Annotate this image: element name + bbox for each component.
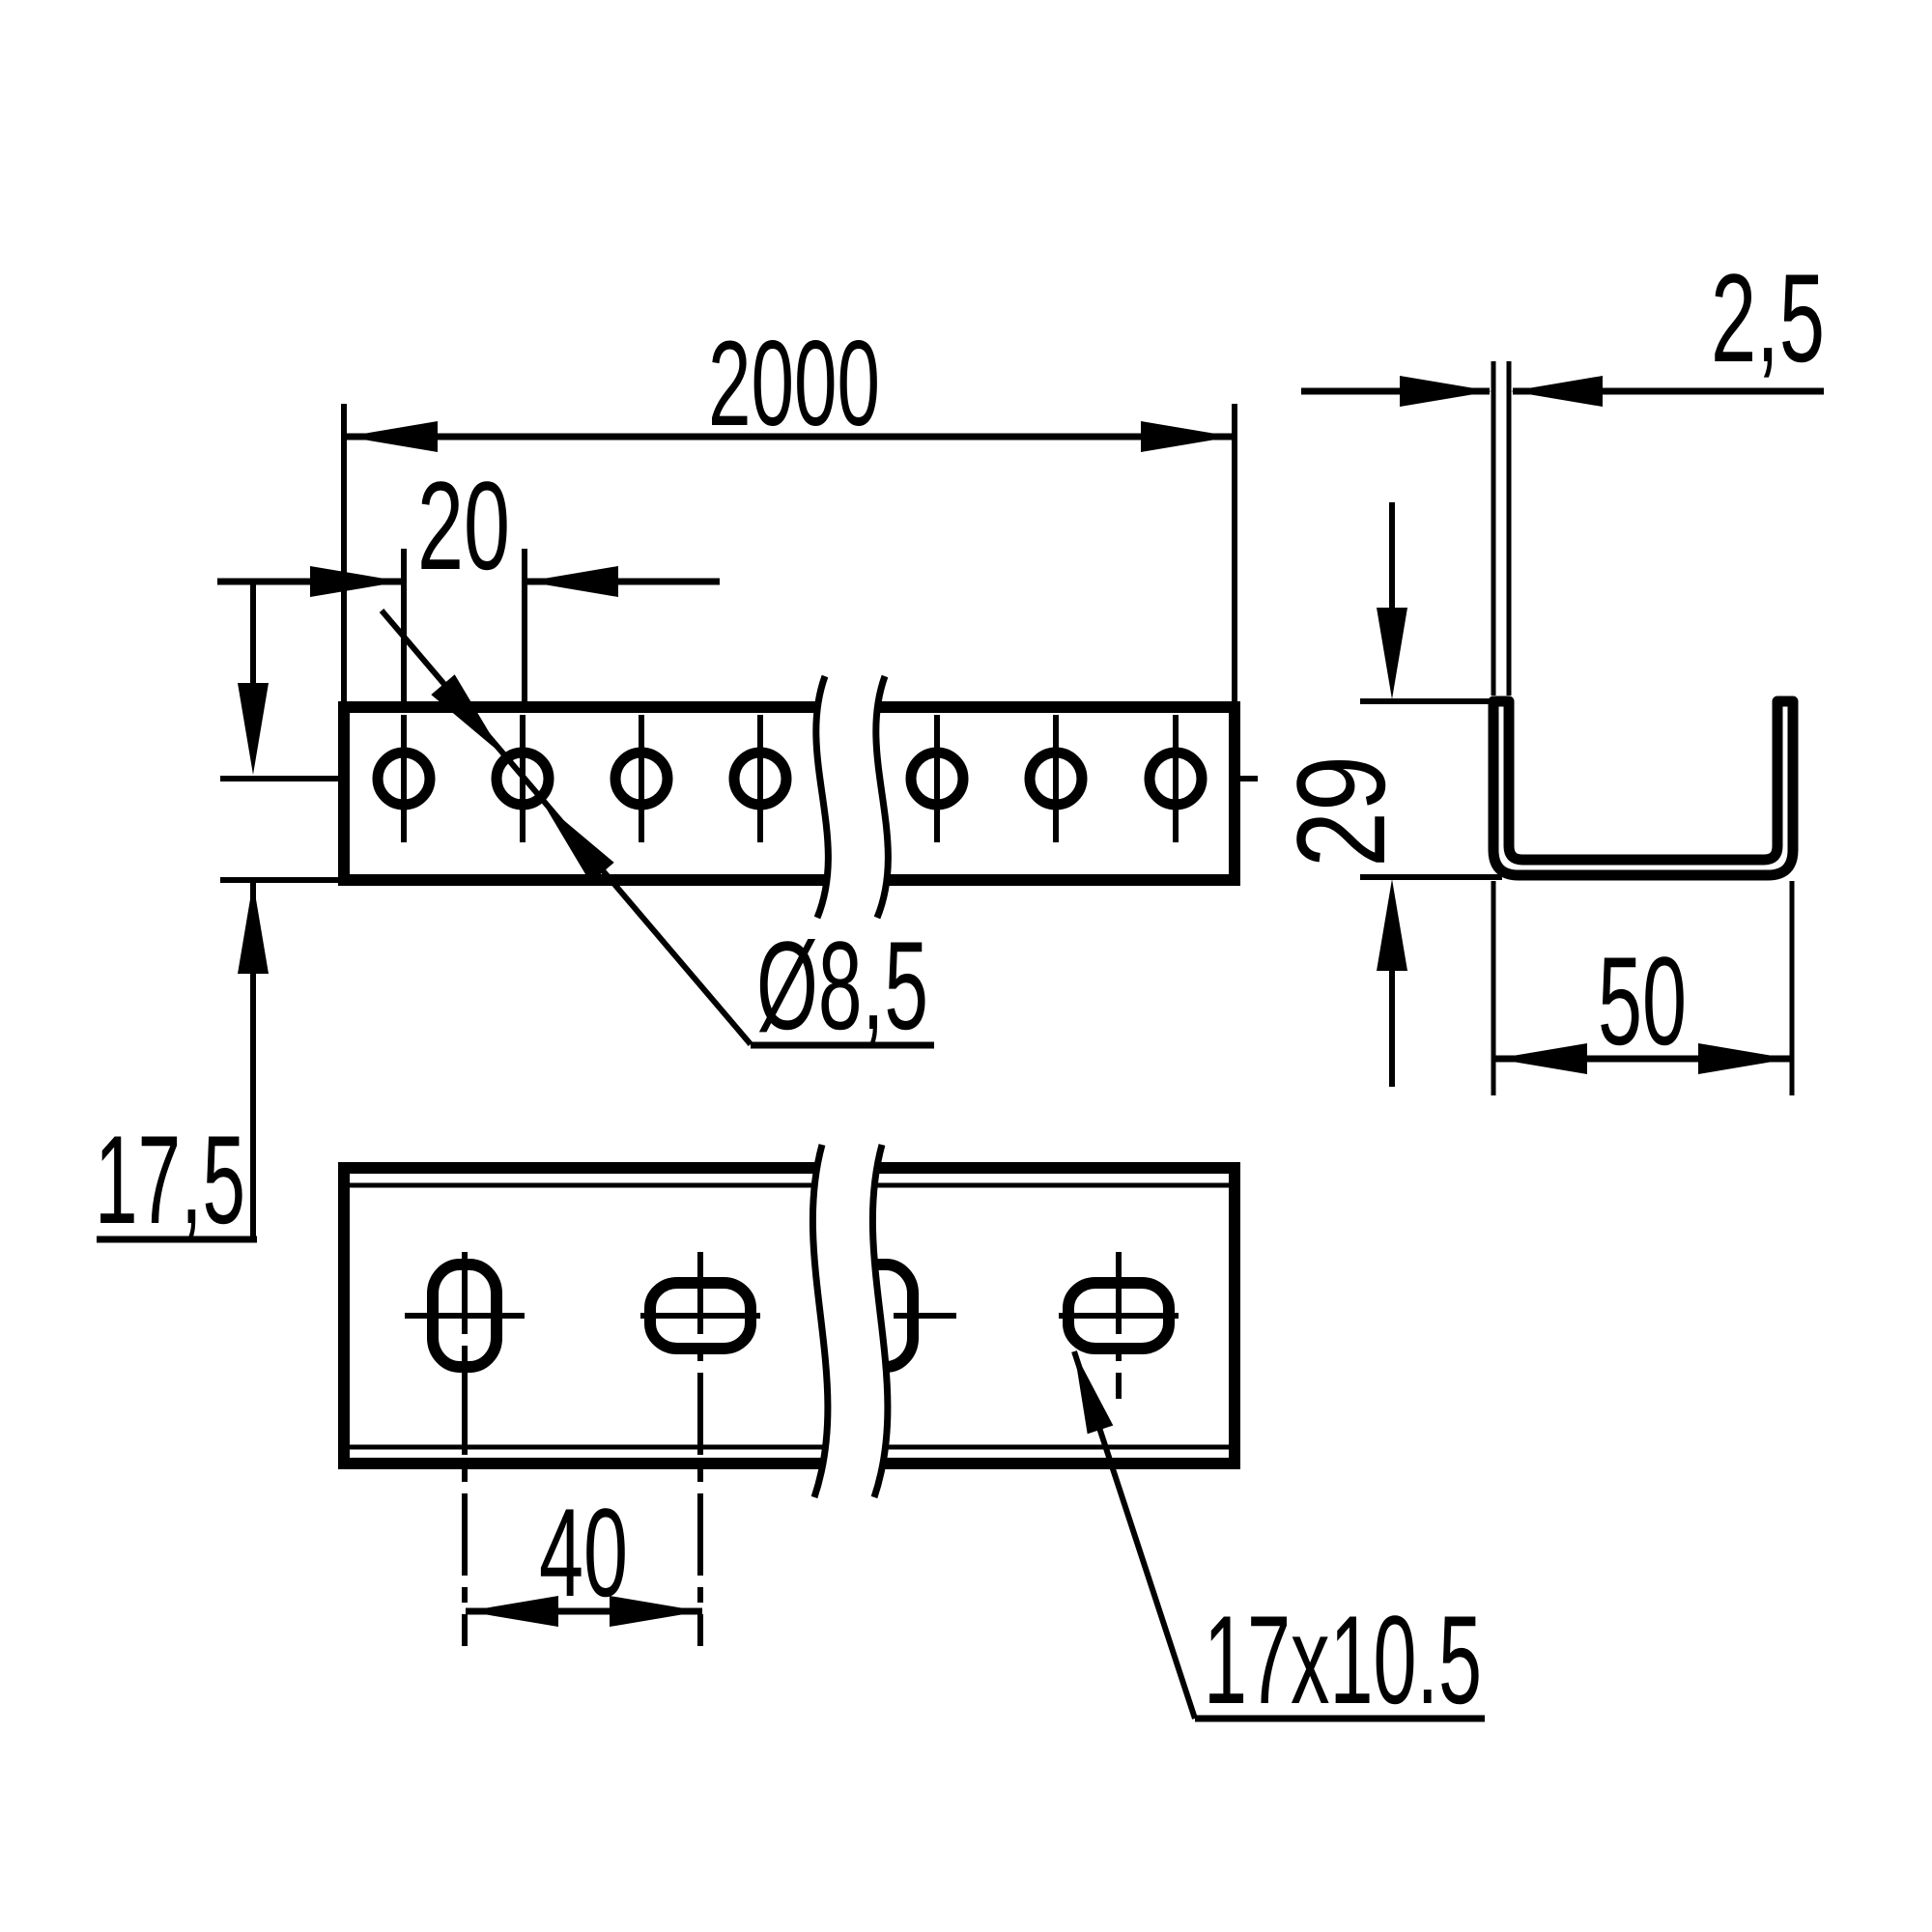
arrowhead-up-icon (238, 882, 269, 974)
dim-label-slot-pitch: 40 (539, 1482, 628, 1623)
arrowhead-down-icon (1377, 608, 1407, 699)
plan-view-break (809, 1144, 892, 1499)
dimension-profile-width: 50 (1491, 881, 1795, 1095)
dimension-hole-pitch: 20 (217, 455, 720, 702)
dim-label-wall-thickness: 2,5 (1711, 247, 1825, 388)
hole-centerlines (401, 715, 1179, 842)
dim-label-profile-height: 29 (1270, 755, 1411, 867)
dim-label-slot-size: 17x10.5 (1204, 1589, 1482, 1730)
arrowhead-icon (431, 674, 502, 754)
arrowhead-right-icon (1698, 1043, 1790, 1074)
break-curve (812, 674, 832, 920)
dimension-wall-thickness: 2,5 (1301, 247, 1825, 696)
dimension-hole-diameter: Ø8,5 (379, 609, 934, 1056)
dimension-overall-length: 2000 (341, 317, 1237, 702)
rail-outline (338, 701, 1240, 886)
arrowhead-left-icon (1495, 1043, 1587, 1074)
section-view (1488, 696, 1799, 881)
arrowhead-right-icon (1141, 421, 1233, 452)
dim-label-hole-diameter: Ø8,5 (756, 915, 928, 1056)
dimension-hole-offset: 17,5 (95, 582, 338, 1250)
arrowhead-up-icon (1377, 879, 1407, 971)
dim-label-hole-offset: 17,5 (95, 1109, 245, 1250)
arrowhead-icon (1074, 1351, 1114, 1435)
arrowhead-left-icon (467, 1596, 558, 1627)
break-curve (872, 674, 892, 920)
break-curve (809, 1144, 832, 1499)
arrowhead-left-icon (526, 566, 618, 597)
arrowhead-icon (543, 803, 614, 883)
arrowhead-left-icon (1511, 376, 1603, 407)
dimension-profile-height: 29 (1270, 502, 1502, 1087)
side-view (220, 674, 1258, 920)
dim-label-profile-width: 50 (1598, 930, 1687, 1071)
dimension-slot-size: 17x10.5 (1071, 1350, 1485, 1730)
dimension-slot-pitch: 40 (466, 1482, 702, 1627)
break-curve (868, 1144, 892, 1499)
side-view-break (812, 674, 892, 920)
arrowhead-left-icon (346, 421, 438, 452)
arrowhead-down-icon (238, 683, 269, 775)
arrowhead-right-icon (610, 1596, 701, 1627)
dim-label-overall-length: 2000 (708, 317, 880, 451)
u-profile (1488, 696, 1799, 881)
arrowhead-right-icon (310, 566, 402, 597)
slot-centerlines (405, 1252, 1179, 1646)
plan-view (338, 1144, 1240, 1646)
dim-label-hole-pitch: 20 (417, 455, 510, 596)
arrowhead-right-icon (1400, 376, 1492, 407)
